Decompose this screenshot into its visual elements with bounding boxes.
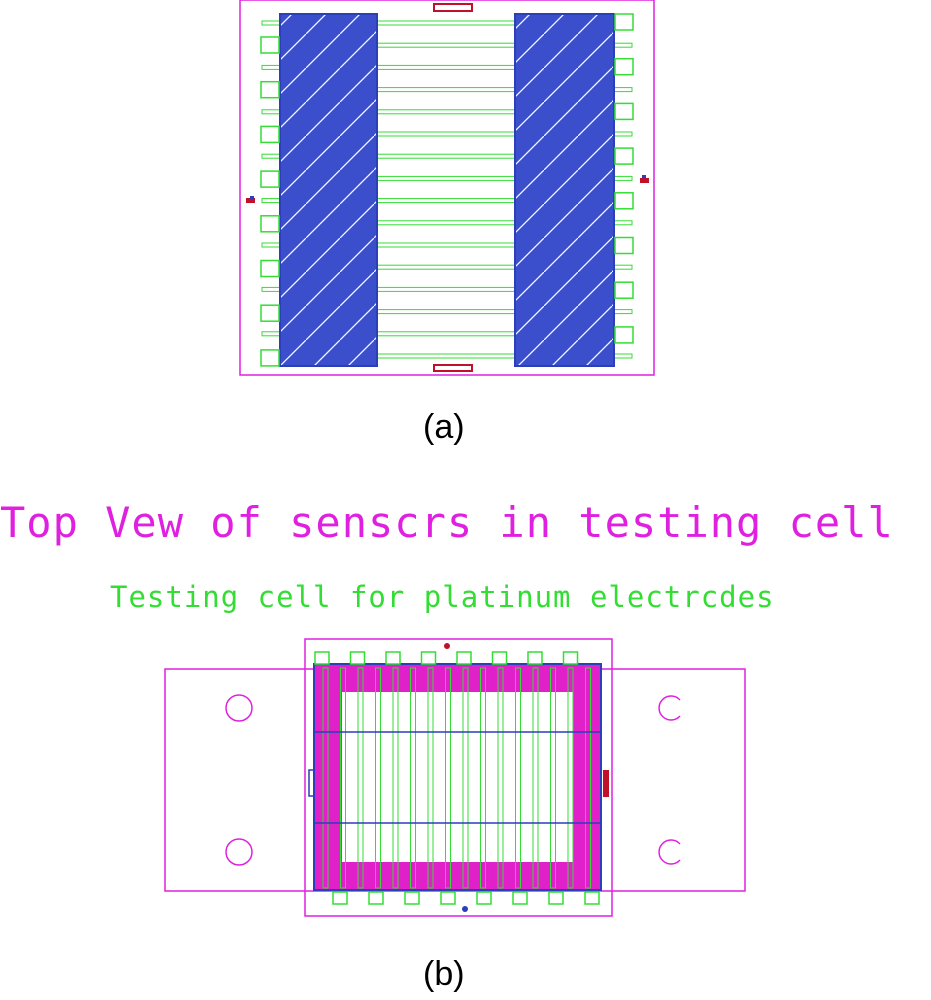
contact-pad	[260, 80, 280, 99]
finger-trace	[322, 667, 329, 889]
contact-pad	[512, 891, 528, 905]
alignment-mark-icon	[640, 175, 649, 183]
contact-pad	[385, 651, 401, 665]
contact-pad	[614, 147, 634, 165]
right-electrode-block	[514, 13, 615, 367]
contact-pad	[476, 891, 492, 905]
sensor-electrode-frame	[313, 663, 602, 891]
alignment-mark-icon	[433, 364, 473, 372]
contact-pad	[314, 651, 330, 665]
finger-trace	[410, 667, 416, 889]
circle-icon	[225, 694, 253, 722]
circle-icon	[658, 839, 681, 865]
chip-outline	[239, 0, 655, 376]
alignment-mark-icon	[603, 770, 609, 797]
left-contact-pads	[260, 36, 280, 367]
contact-pad	[260, 125, 280, 144]
contact-pad	[562, 651, 579, 665]
finger-trace	[392, 667, 399, 889]
contact-pad	[349, 651, 366, 665]
contact-pad	[260, 215, 280, 233]
contact-pad	[614, 13, 634, 31]
alignment-mark-icon	[433, 3, 473, 12]
finger-trace	[550, 667, 556, 889]
finger-trace	[445, 667, 451, 889]
contact-pad	[584, 891, 600, 905]
finger-trace	[567, 667, 574, 889]
panel-b	[164, 638, 746, 917]
finger-trace	[585, 667, 591, 889]
contact-pad	[404, 891, 420, 905]
top-contact-pads	[314, 651, 579, 665]
finger-traces	[322, 667, 591, 889]
alignment-mark-icon	[246, 196, 255, 203]
contact-pad	[368, 891, 384, 905]
contact-pad	[548, 891, 564, 905]
finger-trace	[427, 667, 434, 889]
contact-pad	[491, 651, 508, 665]
finger-trace	[515, 667, 521, 889]
cell-base-outline	[164, 668, 746, 892]
contact-pad	[614, 236, 634, 255]
contact-pad	[614, 192, 634, 210]
finger-trace	[340, 667, 346, 889]
left-electrode-block	[279, 13, 378, 367]
contact-pad	[440, 891, 456, 905]
contact-pad	[332, 891, 348, 905]
contact-pad	[614, 102, 634, 121]
panel-a	[239, 0, 655, 376]
contact-pad	[260, 170, 280, 188]
contact-pad	[260, 304, 280, 322]
contact-pad	[260, 36, 280, 54]
circle-icon	[658, 695, 681, 721]
alignment-mark-icon	[462, 906, 468, 912]
caption-a: (a)	[423, 408, 465, 446]
circle-icon	[225, 838, 253, 866]
caption-b: (b)	[423, 955, 465, 993]
finger-trace	[497, 667, 504, 889]
right-contact-pads	[614, 13, 634, 344]
contact-pad	[614, 57, 634, 76]
contact-pad	[456, 651, 472, 665]
contact-pad	[614, 281, 634, 299]
bottom-contact-pads	[332, 891, 600, 905]
contact-pad	[260, 259, 280, 278]
cell-frame-outline	[304, 638, 613, 917]
finger-trace	[480, 667, 486, 889]
finger-trace	[357, 667, 364, 889]
figure-title: Top Vew of senscrs in testing cell	[0, 498, 894, 547]
contact-pad	[614, 326, 634, 344]
finger-trace	[462, 667, 469, 889]
contact-pad	[260, 349, 280, 367]
figure-subtitle: Testing cell for platinum electrcdes	[110, 580, 775, 614]
finger-trace	[532, 667, 539, 889]
finger-trace	[375, 667, 381, 889]
alignment-mark-icon	[444, 643, 450, 649]
contact-pad	[420, 651, 437, 665]
contact-pad	[527, 651, 543, 665]
